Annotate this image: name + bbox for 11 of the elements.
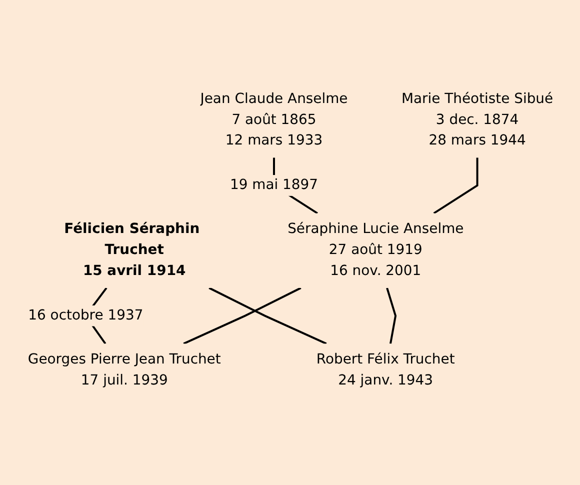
node-text: Robert Félix Truchet 24 janv. 1943 bbox=[316, 351, 454, 388]
connector bbox=[208, 286, 326, 344]
connector bbox=[182, 286, 301, 344]
edge-label: 19 mai 1897 bbox=[229, 176, 318, 193]
node-text: Georges Pierre Jean Truchet 17 juil. 1939 bbox=[27, 351, 220, 388]
node-text: Marie Théotiste Sibué 3 dec. 1874 28 mars 1944 bbox=[400, 90, 553, 148]
connector bbox=[386, 287, 396, 344]
node-text: Félicien Séraphin Truchet 15 avril 1914 bbox=[64, 221, 200, 279]
node-text: Séraphine Lucie Anselme 27 août 1919 16 nov. 2001 bbox=[287, 221, 464, 279]
edge-label: 16 octobre 1937 bbox=[28, 307, 143, 324]
connector bbox=[432, 157, 478, 214]
